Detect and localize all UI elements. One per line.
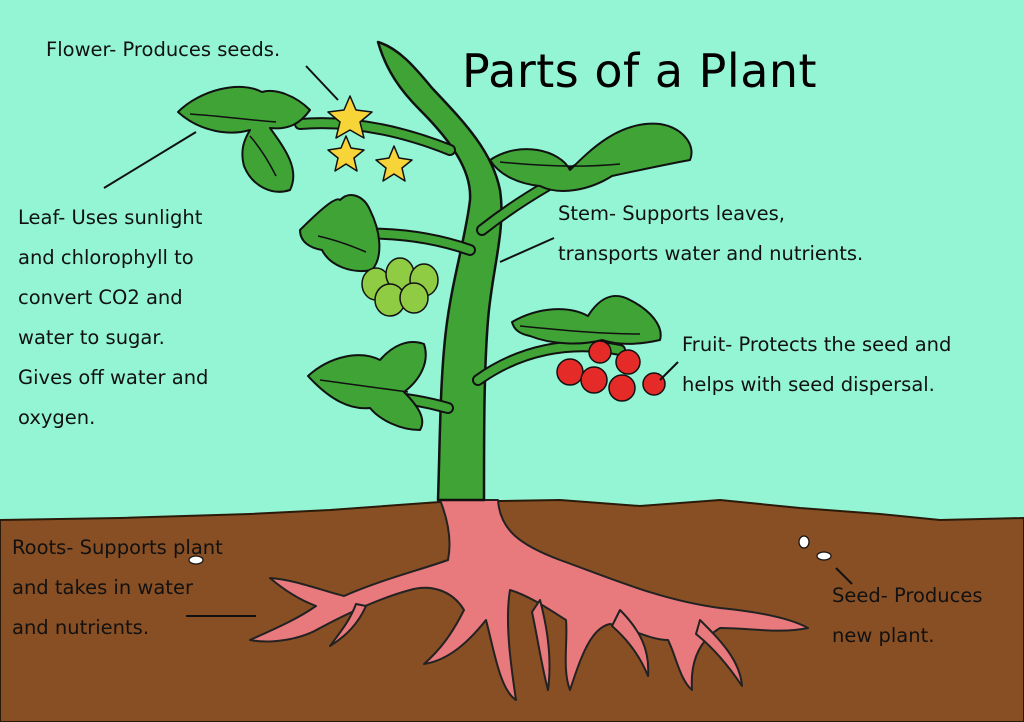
stem-label-line: Stem- Supports leaves, xyxy=(558,202,785,225)
leaf-label-line: oxygen. xyxy=(18,406,96,429)
leader-lines xyxy=(103,65,853,617)
leaf-label: Leaf- Uses sunlight and chlorophyll to c… xyxy=(18,198,208,438)
fruit-label: Fruit- Protects the seed and helps with … xyxy=(682,325,951,405)
roots-label-line: Roots- Supports plant xyxy=(12,536,223,559)
soil-ground xyxy=(0,498,1024,722)
leaves xyxy=(177,85,693,431)
seed-label-line: new plant. xyxy=(832,624,935,647)
seeds xyxy=(188,535,832,565)
leaf-label-line: Leaf- Uses sunlight xyxy=(18,206,203,229)
stem-label-line: transports water and nutrients. xyxy=(558,242,864,265)
flower-label: Flower- Produces seeds. xyxy=(46,30,280,70)
roots-label: Roots- Supports plant and takes in water… xyxy=(12,528,223,648)
fruits xyxy=(556,340,666,402)
page-title: Parts of a Plant xyxy=(462,44,818,98)
seed-label-line: Seed- Produces xyxy=(832,584,983,607)
fruit-label-line: helps with seed dispersal. xyxy=(682,373,935,396)
seed-label: Seed- Produces new plant. xyxy=(832,576,983,656)
fruit-label-line: Fruit- Protects the seed and xyxy=(682,333,952,356)
flower-label-line: Flower- Produces seeds. xyxy=(46,38,281,61)
unripe-fruit xyxy=(361,257,439,317)
roots-label-line: and takes in water xyxy=(12,576,193,599)
roots xyxy=(249,499,809,701)
stem xyxy=(376,40,503,502)
leaf-label-line: water to sugar. xyxy=(18,326,165,349)
stem-label: Stem- Supports leaves, transports water … xyxy=(558,194,863,274)
leaf-label-line: and chlorophyll to xyxy=(18,246,194,269)
leaf-label-line: Gives off water and xyxy=(18,366,209,389)
leaf-label-line: convert CO2 and xyxy=(18,286,183,309)
roots-label-line: and nutrients. xyxy=(12,616,150,639)
flowers xyxy=(327,95,413,182)
